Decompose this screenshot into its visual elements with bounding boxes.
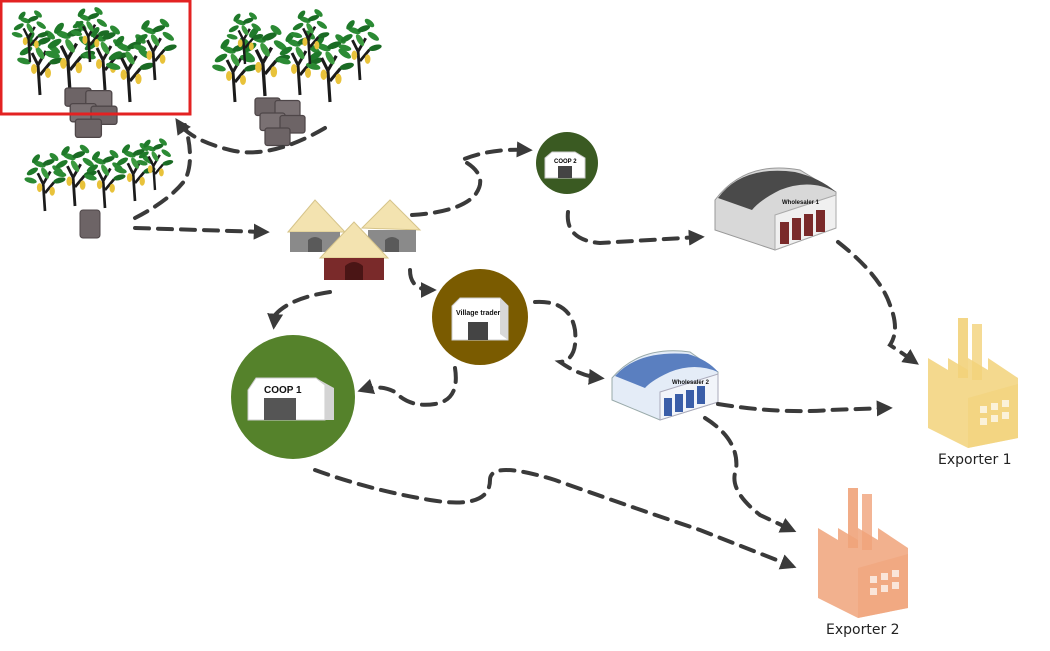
arrow-huts-coop2	[410, 141, 533, 217]
village-huts-icon	[286, 199, 422, 280]
arrow-farm2-farm1	[175, 118, 327, 155]
arrow-wholesaler2-exporter1	[716, 400, 893, 417]
wholesaler2-node: Wholesaler 2	[611, 350, 719, 421]
arrow-coop1-exporter2	[313, 468, 797, 570]
farm-2	[209, 6, 384, 147]
coop1-node: COOP 1	[231, 335, 355, 459]
exporter1-label: Exporter 1	[938, 452, 1012, 468]
arrow-wholesaler1-exporter1	[836, 240, 919, 365]
wholesaler1-label: Wholesaler 1	[782, 200, 820, 206]
cocoa-bags-icon	[254, 97, 306, 147]
arrow-trader-wholesaler2	[533, 299, 605, 385]
arrow-farm3-village	[133, 123, 192, 220]
arrow-trader-coop1	[357, 366, 458, 407]
cocoa-bags-icon	[79, 209, 101, 239]
coop2-label: COOP 2	[554, 159, 577, 165]
farm-trees-icon	[9, 4, 179, 104]
farm-trees-icon	[209, 6, 384, 104]
exporter2-node	[818, 488, 908, 618]
village-trader-node: Village trader	[432, 269, 528, 365]
farm-3	[22, 135, 176, 239]
arrow-coop2-wholesaler1	[565, 210, 705, 246]
arrow-wholesaler2-exporter2	[703, 416, 797, 533]
village-trader-label: Village trader	[456, 310, 501, 317]
exporter1-node	[928, 318, 1018, 448]
farm-1	[9, 4, 179, 139]
coop2-node: COOP 2	[536, 132, 598, 194]
wholesaler2-label: Wholesaler 2	[672, 380, 710, 386]
farm-trees-icon	[22, 135, 176, 213]
arrow-huts-village-trader	[408, 268, 437, 298]
exporter2-label: Exporter 2	[826, 622, 900, 638]
arrow-huts-coop1	[267, 290, 332, 330]
factory-icon	[928, 318, 1018, 448]
factory-icon	[818, 488, 908, 618]
wholesaler1-node: Wholesaler 1	[714, 167, 837, 251]
flow-arrows	[133, 118, 919, 570]
coop1-label: COOP 1	[264, 385, 302, 396]
arrow-farm3-huts	[133, 223, 270, 240]
highlight-box	[0, 0, 192, 116]
